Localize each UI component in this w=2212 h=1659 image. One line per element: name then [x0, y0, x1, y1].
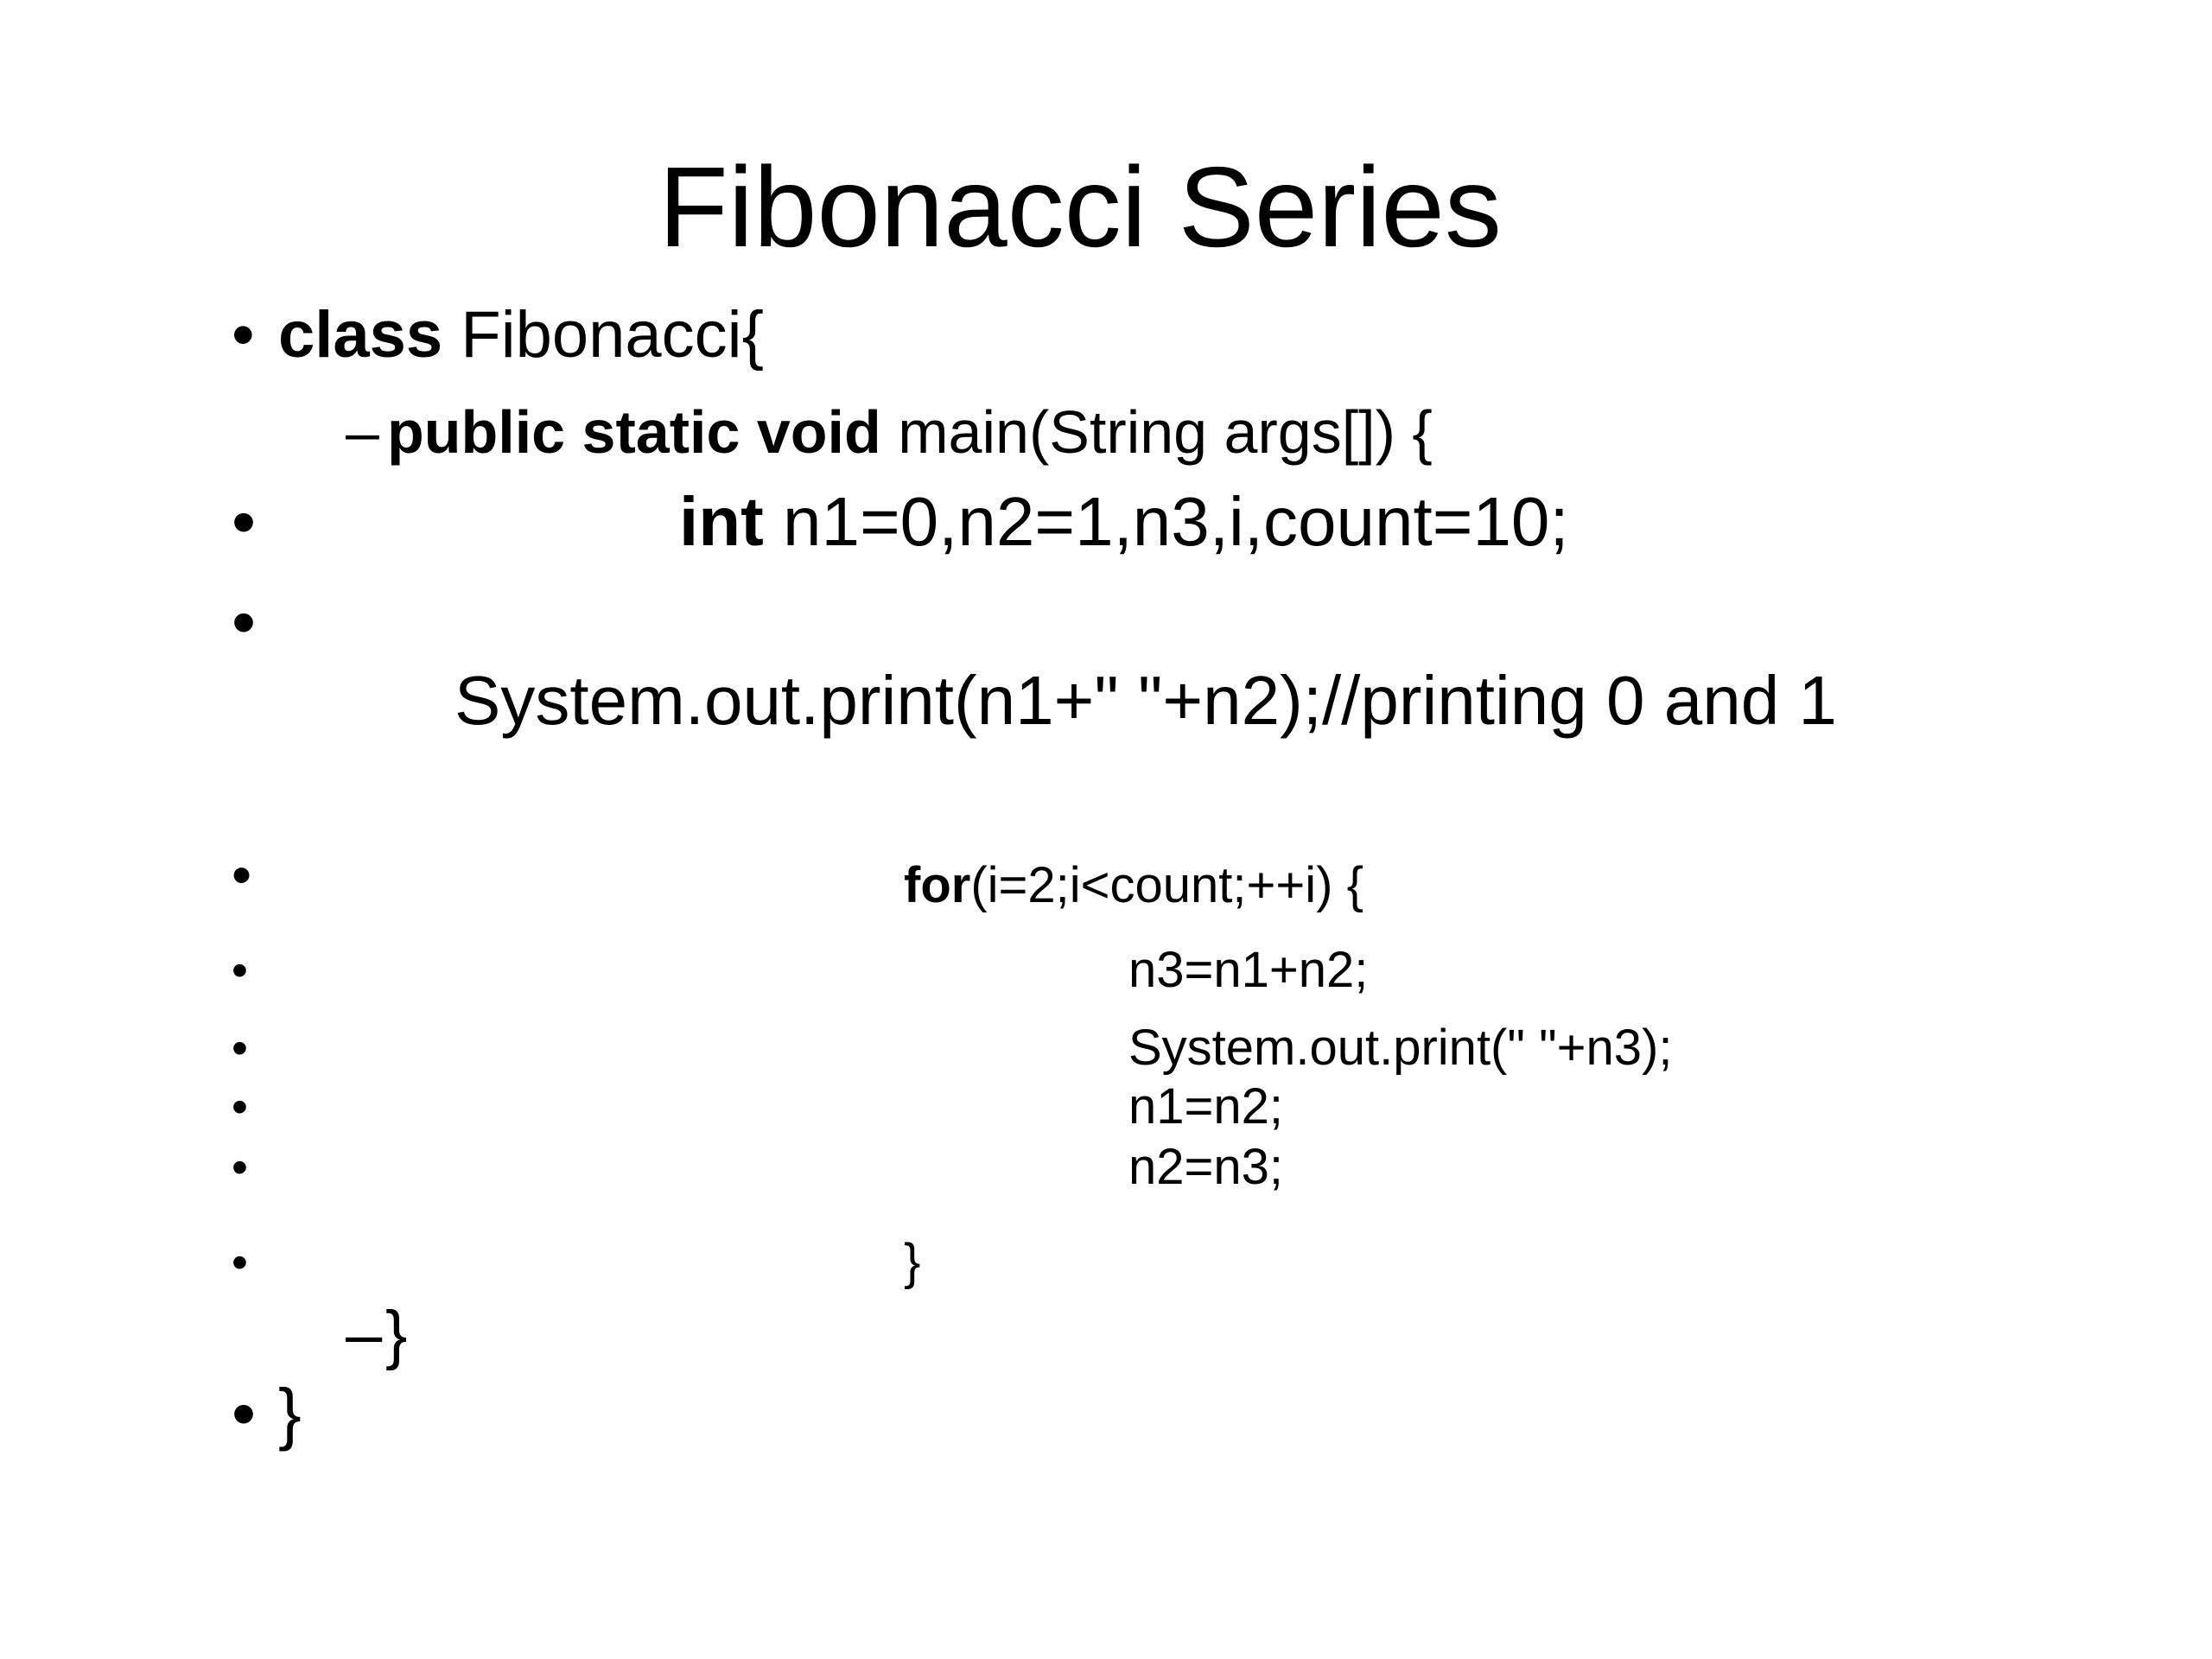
bullet-marker: •	[232, 1141, 248, 1193]
keyword-int: int	[679, 483, 764, 560]
bullet-marker: •	[232, 842, 252, 906]
bullet-marker: •	[232, 1022, 248, 1074]
bullet-marker: •	[232, 1236, 248, 1288]
keyword-for: for	[904, 857, 971, 913]
code-line-n3: n3=n1+n2;	[1128, 942, 1369, 998]
bullet-marker: •	[232, 944, 248, 996]
code-line-close-main: }	[385, 1298, 408, 1371]
code-line-int: int n1=0,n2=1,n3,i,count=10;	[679, 480, 1569, 563]
code-line-close-class: }	[278, 1375, 302, 1452]
main-declaration-text: main(String args[]) {	[880, 398, 1433, 466]
bullet-marker: •	[232, 583, 257, 660]
slide-title: Fibonacci Series	[658, 143, 1502, 270]
code-line-print-first: System.out.print(n1+" "+n2);//printing 0…	[454, 662, 1837, 739]
bullet-marker: •	[232, 1081, 248, 1133]
code-line-print-n3: System.out.print(" "+n3);	[1128, 1020, 1673, 1076]
bullet-marker: •	[232, 483, 257, 560]
dash-marker: –	[346, 398, 379, 466]
code-line-class: class Fibonacci{	[278, 296, 764, 374]
bullet-marker: •	[232, 298, 255, 372]
dash-marker: –	[346, 1298, 383, 1371]
code-line-main: public static void main(String args[]) {	[387, 396, 1433, 468]
code-line-n1: n1=n2;	[1128, 1078, 1284, 1135]
int-declaration-text: n1=0,n2=1,n3,i,count=10;	[763, 483, 1569, 560]
keyword-class: class	[278, 298, 443, 372]
code-line-close-for: }	[904, 1234, 921, 1290]
class-declaration-text: Fibonacci{	[442, 298, 764, 372]
bullet-marker: •	[232, 1375, 257, 1452]
keyword-public-static-void: public static void	[387, 398, 881, 466]
for-loop-text: (i=2;i<count;++i) {	[970, 857, 1363, 913]
code-line-n2: n2=n3;	[1128, 1139, 1284, 1195]
code-line-for: for(i=2;i<count;++i) {	[904, 855, 1363, 916]
